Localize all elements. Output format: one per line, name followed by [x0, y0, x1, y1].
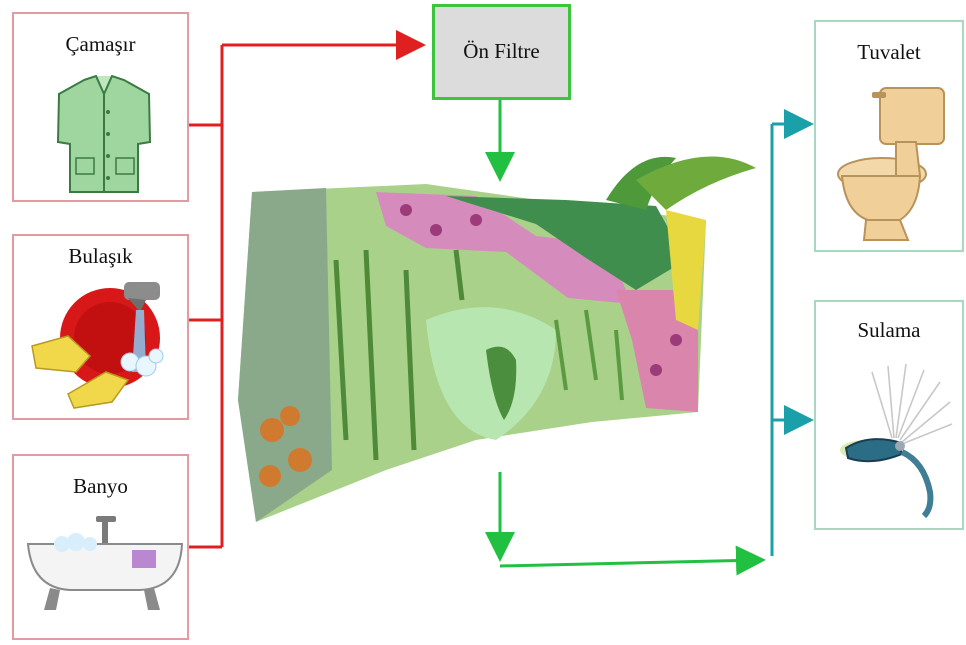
pre-filter-label: Ön Filtre: [435, 39, 568, 64]
toilet-icon: [836, 84, 948, 246]
reuse-water-arrows: [772, 124, 808, 556]
source-label-laundry: Çamaşır: [14, 32, 187, 57]
shirt-icon: [54, 72, 154, 197]
sprinkler-icon: [828, 342, 958, 522]
source-label-bathroom: Banyo: [14, 474, 187, 499]
destination-box-irrigation: Sulama: [814, 300, 964, 530]
source-box-bathroom: Banyo: [12, 454, 189, 640]
source-label-dishes: Bulaşık: [14, 244, 187, 269]
destination-box-toilet: Tuvalet: [814, 20, 964, 252]
green-wall-illustration: [236, 140, 766, 535]
destination-label-toilet: Tuvalet: [816, 40, 962, 65]
source-box-dishes: Bulaşık: [12, 234, 189, 420]
pre-filter-box: Ön Filtre: [432, 4, 571, 100]
source-box-laundry: Çamaşır: [12, 12, 189, 202]
destination-label-irrigation: Sulama: [816, 318, 962, 343]
dishwashing-icon: [28, 276, 183, 416]
bathtub-icon: [22, 514, 187, 614]
